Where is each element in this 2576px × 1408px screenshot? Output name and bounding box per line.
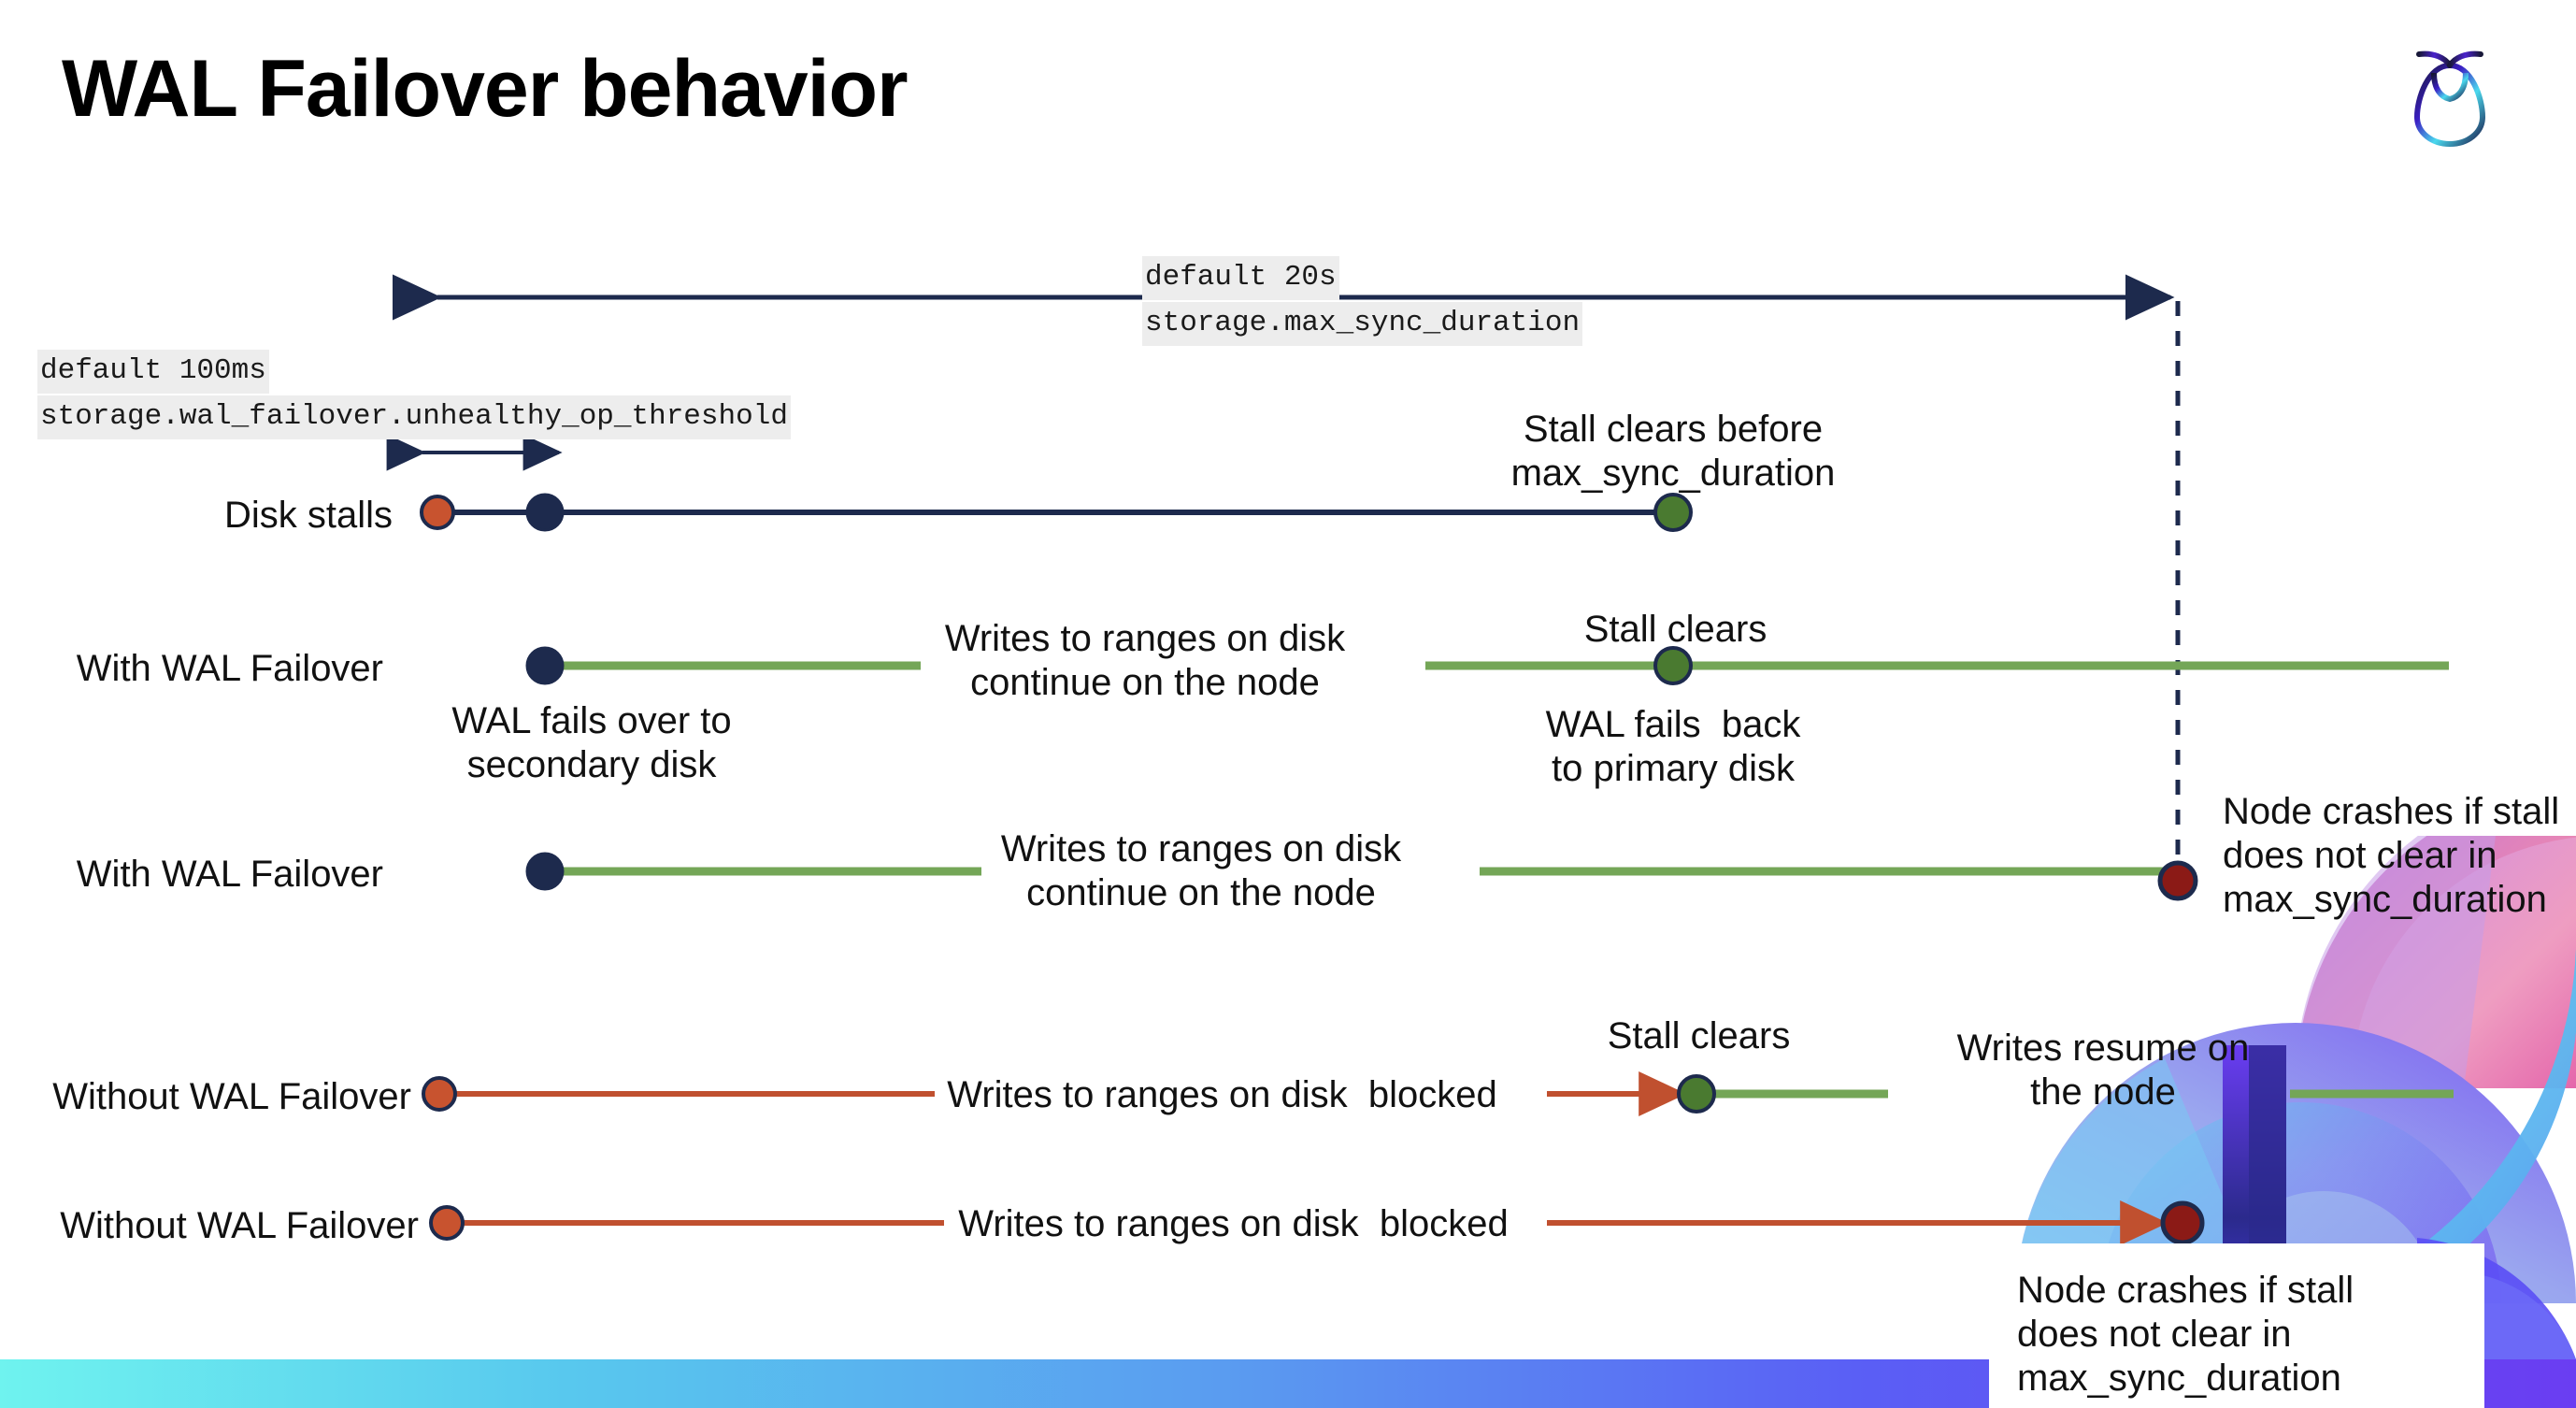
note-stall-clears-before-max-sync: Stall clears before max_sync_duration (1510, 409, 1836, 495)
note-wal-fails-back-primary: WAL fails back to primary disk (1545, 704, 1801, 790)
note-stall-clears-row4: Stall clears (1607, 1015, 1791, 1056)
unhealthy-setting-label: storage.wal_failover.unhealthy_op_thresh… (37, 395, 791, 439)
row-without-wal-failover-1-track (422, 1071, 2454, 1116)
max-sync-setting-label: storage.max_sync_duration (1142, 301, 1583, 346)
row-with-wal-failover-2-track (525, 852, 2198, 901)
note-writes-resume: Writes resume on the node (1956, 1027, 2250, 1113)
page-title: WAL Failover behavior (62, 44, 909, 134)
note-node-crashes-row3: Node crashes if stall does not clear in … (2223, 791, 2560, 921)
row-label-without-wal-failover-1: Without WAL Failover (52, 1076, 411, 1117)
unhealthy-op-threshold-annotation: default 100ms storage.wal_failover.unhea… (37, 348, 791, 439)
cockroachdb-logo-icon (2413, 50, 2486, 148)
note-writes-blocked-row4: Writes to ranges on disk blocked (947, 1074, 1497, 1115)
note-node-crashes-row5: Node crashes if stall does not clear in … (2017, 1270, 2354, 1400)
row-label-without-wal-failover-2: Without WAL Failover (60, 1205, 419, 1246)
unhealthy-default-label: default 100ms (37, 350, 269, 394)
row-label-with-wal-failover-2: With WAL Failover (76, 854, 383, 895)
max-sync-default-label: default 20s (1142, 256, 1339, 300)
note-stall-clears-row2: Stall clears (1583, 609, 1767, 650)
row-without-wal-failover-2-track (429, 1200, 2205, 1245)
note-writes-continue-row2: Writes to ranges on disk continue on the… (944, 618, 1346, 704)
row-disk-stalls-track (420, 493, 1693, 532)
bottom-note-backdrop (1989, 1243, 2484, 1408)
note-wal-fails-over-secondary: WAL fails over to secondary disk (451, 700, 732, 786)
row-with-wal-failover-1-track (525, 646, 2449, 685)
note-writes-blocked-row5: Writes to ranges on disk blocked (958, 1203, 1509, 1244)
max-sync-duration-annotation: default 20s storage.max_sync_duration (1142, 254, 1583, 346)
row-label-with-wal-failover-1: With WAL Failover (76, 648, 383, 689)
row-label-disk-stalls: Disk stalls (223, 495, 393, 536)
note-writes-continue-row3: Writes to ranges on disk continue on the… (1000, 828, 1402, 914)
